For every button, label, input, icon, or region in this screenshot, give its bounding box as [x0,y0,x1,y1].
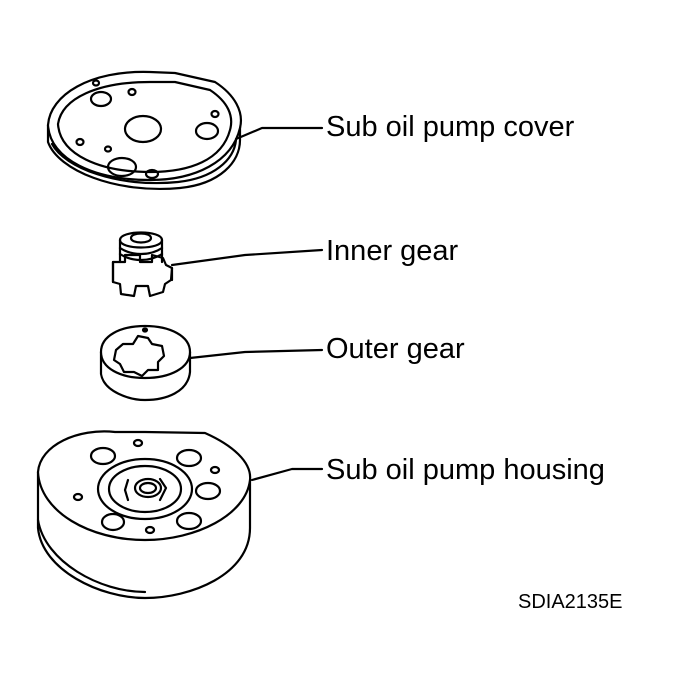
figure-id: SDIA2135E [518,591,623,613]
label-sub-oil-pump-housing: Sub oil pump housing [326,454,605,486]
label-outer-gear: Outer gear [326,333,465,365]
outer-gear-part [99,324,324,402]
sub-oil-pump-housing-part [36,430,324,600]
label-inner-gear: Inner gear [326,235,459,267]
sub-oil-pump-cover-part [46,70,324,190]
label-sub-oil-pump-cover: Sub oil pump cover [326,111,575,143]
inner-gear-part [111,231,324,298]
